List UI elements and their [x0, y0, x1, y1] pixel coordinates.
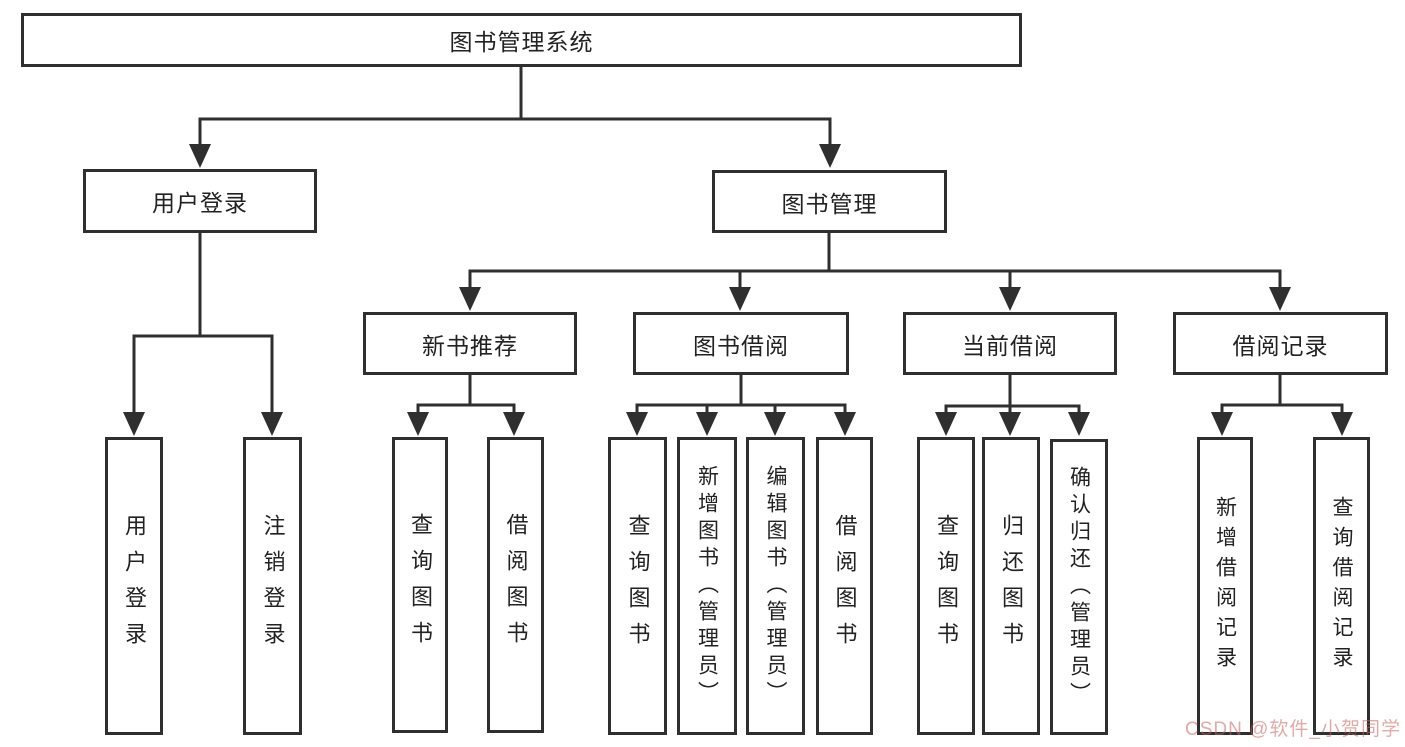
node-label: 图书管理	[781, 190, 878, 217]
node-label: 图书管理系统	[449, 29, 594, 55]
node-borrow-books-1: 借阅图书	[487, 437, 544, 733]
node-current-borrow: 当前借阅	[903, 312, 1117, 375]
node-label: 查询图书	[408, 513, 433, 657]
node-add-borrow-record: 新增借阅记录	[1197, 437, 1253, 735]
connector-current-borrow	[935, 375, 1090, 436]
node-logout: 注销登录	[243, 437, 302, 735]
node-borrow-records: 借阅记录	[1173, 312, 1388, 375]
node-user-login: 用户登录	[83, 169, 317, 233]
connector-user-login	[123, 233, 283, 436]
node-label: 新增借阅记录	[1213, 496, 1237, 676]
node-label: 借阅图书	[503, 513, 529, 657]
node-library-management-system: 图书管理系统	[21, 13, 1022, 67]
node-edit-book-admin: 编辑图书（管理员）	[746, 437, 805, 735]
node-book-management: 图书管理	[712, 170, 947, 233]
node-label: 当前借阅	[962, 332, 1058, 359]
node-label: 查询图书	[934, 514, 959, 658]
node-query-books-3: 查询图书	[917, 437, 975, 735]
node-label: 新增图书（管理员）	[695, 464, 719, 708]
node-label: 借阅图书	[832, 514, 858, 658]
node-label: 新书推荐	[422, 332, 518, 359]
connector-book-borrow	[626, 375, 856, 436]
node-label: 注销登录	[260, 514, 286, 658]
node-return-book: 归还图书	[982, 437, 1040, 735]
node-label: 查询图书	[625, 514, 651, 658]
csdn-watermark: CSDN @软件_小贺同学	[1185, 719, 1401, 740]
connector-book-management	[459, 233, 1291, 311]
connector-new-book	[407, 375, 525, 436]
node-label: 图书借阅	[693, 332, 789, 359]
node-label: 归还图书	[999, 514, 1024, 658]
node-label: 查询借阅记录	[1330, 496, 1353, 676]
node-new-book-recommend: 新书推荐	[363, 312, 577, 375]
node-label: 编辑图书（管理员）	[764, 464, 787, 708]
node-book-borrow: 图书借阅	[633, 312, 849, 375]
node-query-books-1: 查询图书	[392, 437, 448, 733]
connector-root-to-level2	[189, 67, 841, 168]
node-add-book-admin: 新增图书（管理员）	[677, 437, 737, 735]
connector-borrow-records	[1211, 375, 1353, 436]
node-label: 确认归还（管理员）	[1067, 465, 1091, 709]
node-label: 用户登录	[152, 190, 248, 216]
node-label: 借阅记录	[1232, 332, 1329, 359]
node-query-books-2: 查询图书	[608, 437, 667, 735]
node-query-borrow-record: 查询借阅记录	[1313, 437, 1370, 735]
node-borrow-books-2: 借阅图书	[816, 437, 873, 735]
node-confirm-return-admin: 确认归还（管理员）	[1050, 439, 1108, 735]
node-user-login-leaf: 用户登录	[105, 437, 163, 735]
node-label: 用户登录	[122, 514, 147, 658]
